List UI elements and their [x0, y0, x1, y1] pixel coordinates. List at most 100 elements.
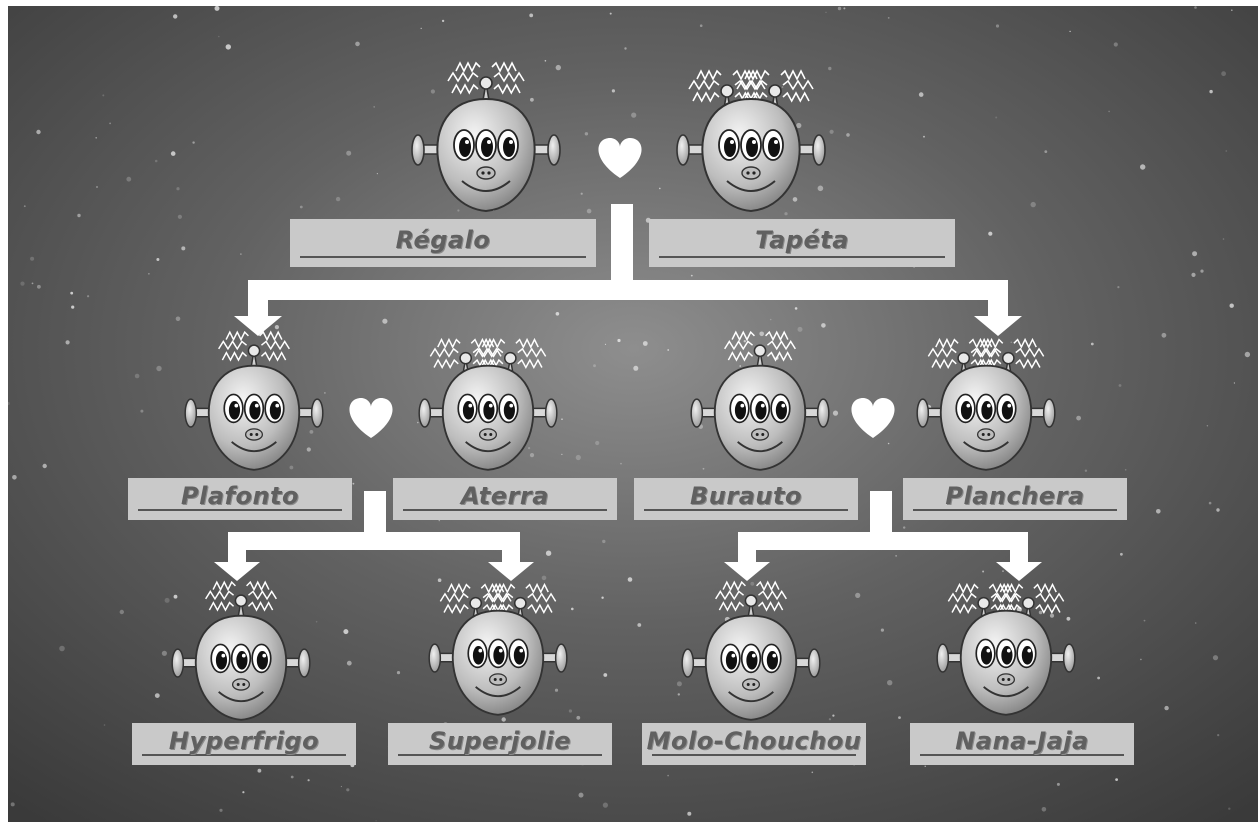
star [353, 483, 355, 485]
star [341, 786, 342, 787]
star [691, 275, 693, 277]
star [457, 209, 459, 211]
star [140, 410, 143, 413]
star [165, 598, 170, 603]
star [633, 366, 638, 371]
star [988, 232, 992, 236]
star [24, 205, 26, 207]
name-label: Hyperfrigo [169, 727, 319, 755]
star [11, 802, 15, 806]
name-box-plafonto: Plafonto [128, 478, 352, 520]
star [215, 6, 220, 11]
star [1234, 382, 1235, 383]
star [176, 187, 179, 190]
star [528, 447, 530, 449]
star [109, 123, 111, 125]
star [605, 344, 606, 345]
star [529, 14, 533, 18]
family-tree-diagram: Régalo Tapéta Plafonto Aterra Burauto Pl… [8, 6, 1258, 822]
star [1231, 9, 1233, 11]
star [1223, 238, 1225, 240]
star [1144, 620, 1146, 622]
star [838, 7, 841, 10]
star [324, 392, 326, 394]
name-label: Molo-Chouchou [647, 727, 862, 755]
name-box-regalo: Régalo [290, 219, 596, 267]
star [178, 215, 182, 219]
star [1209, 90, 1212, 93]
star [677, 681, 682, 686]
star [556, 65, 561, 70]
star [1195, 622, 1197, 624]
star [617, 339, 620, 342]
star [1114, 42, 1118, 46]
star [631, 113, 636, 118]
star [1217, 734, 1219, 736]
star [242, 791, 244, 793]
star [431, 89, 435, 93]
star [919, 92, 924, 97]
star [678, 693, 680, 695]
star [770, 319, 772, 321]
star [43, 464, 47, 468]
star [593, 364, 596, 367]
star [258, 769, 262, 773]
star [12, 475, 17, 480]
star [1228, 808, 1230, 810]
star [1192, 251, 1197, 256]
star [1011, 342, 1013, 344]
star [818, 186, 824, 192]
star [102, 94, 104, 96]
star [1230, 304, 1234, 308]
star [59, 646, 65, 652]
star [895, 555, 896, 556]
star [898, 716, 901, 719]
star [173, 14, 177, 18]
star [1140, 164, 1145, 169]
star [601, 597, 603, 599]
star [1245, 352, 1250, 357]
name-label: Superjolie [429, 727, 571, 755]
star [96, 186, 98, 188]
star [377, 173, 378, 174]
star [828, 67, 831, 70]
star [32, 283, 34, 285]
star [530, 98, 534, 102]
star [1213, 655, 1218, 660]
star [397, 671, 400, 674]
star [569, 709, 572, 712]
star [135, 374, 140, 379]
star [1156, 509, 1161, 514]
star [20, 282, 24, 286]
star [793, 197, 798, 202]
star [174, 595, 178, 599]
star [1069, 31, 1070, 32]
star [888, 443, 890, 445]
star [438, 578, 442, 582]
star [1117, 286, 1119, 288]
star [833, 411, 838, 416]
star [610, 13, 612, 15]
star [812, 772, 814, 774]
star [346, 151, 351, 156]
name-box-superjolie: Superjolie [388, 723, 612, 765]
name-box-planchera: Planchera [903, 478, 1127, 520]
star [300, 206, 303, 209]
star [1221, 71, 1226, 76]
star [561, 418, 563, 420]
star [1115, 778, 1118, 781]
star [382, 319, 387, 324]
name-label: Aterra [461, 482, 549, 510]
star [1119, 384, 1122, 387]
star [739, 365, 741, 367]
star [1120, 553, 1123, 556]
star [602, 540, 605, 543]
star [95, 137, 97, 139]
star [825, 12, 826, 13]
star [581, 193, 583, 195]
star [555, 689, 558, 692]
star [595, 441, 599, 445]
star [1085, 470, 1087, 472]
star [219, 809, 222, 812]
name-box-hyperfrigo: Hyperfrigo [132, 723, 356, 765]
